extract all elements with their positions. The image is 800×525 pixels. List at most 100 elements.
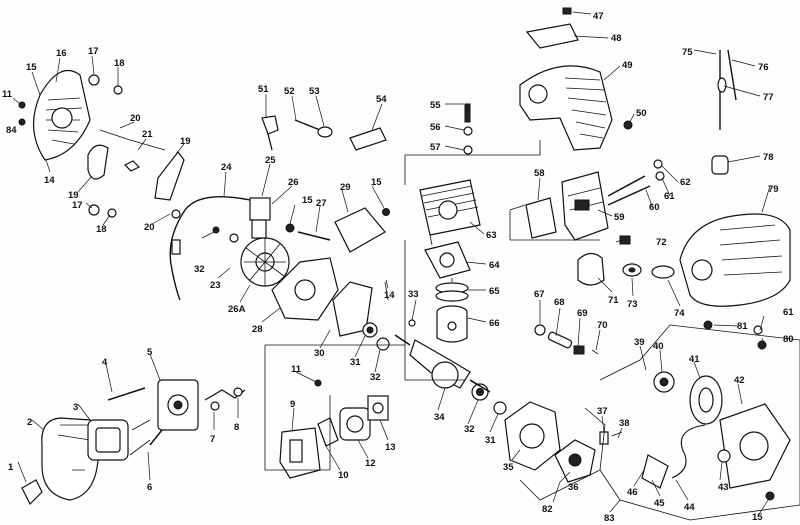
callout-32a: 32 <box>194 264 205 275</box>
callout-73: 73 <box>627 299 638 310</box>
callout-15d: 15 <box>752 512 763 523</box>
callout-33: 33 <box>408 289 419 300</box>
callout-70: 70 <box>597 320 608 331</box>
part-piston-66 <box>436 305 468 343</box>
part-flywheel-26A <box>240 237 290 287</box>
part-bolt-55-57 <box>463 103 473 155</box>
callout-60: 60 <box>649 202 660 213</box>
callout-53: 53 <box>309 86 320 97</box>
part-cover-top-48 <box>525 23 579 49</box>
callout-31a: 31 <box>350 357 361 368</box>
callout-82: 82 <box>542 504 553 515</box>
callout-38: 38 <box>619 418 630 429</box>
part-muffler-bolts-60-62 <box>607 159 665 206</box>
callout-11b: 11 <box>2 89 13 100</box>
callout-12: 12 <box>365 458 376 469</box>
part-crankshaft-34 <box>394 334 491 393</box>
callout-51: 51 <box>258 84 269 95</box>
part-screws-80-81 <box>703 320 767 350</box>
callout-42: 42 <box>734 375 745 386</box>
callout-6: 6 <box>147 482 152 493</box>
callout-3: 3 <box>73 402 78 413</box>
part-insulator-12 <box>339 407 371 441</box>
callout-61b: 61 <box>783 307 794 318</box>
callout-67: 67 <box>534 289 545 300</box>
callout-7: 7 <box>210 434 215 445</box>
callout-78: 78 <box>763 152 774 163</box>
callout-48: 48 <box>611 33 622 44</box>
callout-31b: 31 <box>485 435 496 446</box>
callout-8: 8 <box>234 422 239 433</box>
callout-9: 9 <box>290 399 295 410</box>
part-rewind-arm-19 <box>87 144 185 201</box>
part-fuel-line-75-77 <box>717 49 737 130</box>
part-carburetor-9 <box>279 427 321 479</box>
part-fuel-filter-78 <box>711 155 729 175</box>
callout-71: 71 <box>608 295 619 306</box>
part-ignition-coil-25 <box>249 197 271 239</box>
part-fuel-tank-79 <box>679 213 791 307</box>
callout-84: 84 <box>6 125 17 136</box>
callout-labels: 1 2 3 4 5 6 7 8 9 10 11 11 12 13 14 14 1… <box>2 11 794 524</box>
callout-63: 63 <box>486 230 497 241</box>
callout-61a: 61 <box>664 191 675 202</box>
part-fuel-cap-71 <box>577 252 605 286</box>
part-piston-pin-68 <box>534 324 599 355</box>
callout-69: 69 <box>577 308 588 319</box>
callout-32b: 32 <box>370 372 381 383</box>
callout-77: 77 <box>763 92 774 103</box>
callout-66: 66 <box>489 318 500 329</box>
callout-46: 46 <box>627 487 638 498</box>
part-knob-1 <box>21 479 43 506</box>
part-top-cover-49 <box>519 65 613 151</box>
part-screws-misc <box>107 208 775 501</box>
callout-30: 30 <box>314 348 325 359</box>
callout-21: 21 <box>142 129 153 140</box>
callout-65: 65 <box>489 286 500 297</box>
callout-19a: 19 <box>68 190 79 201</box>
callout-47: 47 <box>593 11 604 22</box>
callout-4: 4 <box>102 357 108 368</box>
part-washer-73-74 <box>622 263 675 279</box>
part-bracket-29 <box>334 207 386 253</box>
callout-17a: 17 <box>88 46 99 57</box>
part-ignition-wire-24 <box>169 195 251 301</box>
part-crankcase-35 <box>504 401 561 471</box>
callout-5: 5 <box>147 347 153 358</box>
callout-75: 75 <box>682 47 693 58</box>
callout-68: 68 <box>554 297 565 308</box>
part-gasket-30 <box>332 281 373 337</box>
callout-37: 37 <box>597 406 608 417</box>
part-crankcase-28 <box>271 257 339 321</box>
part-piston-rings-65 <box>435 282 469 302</box>
callout-64: 64 <box>489 260 500 271</box>
callout-19b: 19 <box>180 136 191 147</box>
assembly-outline-lines <box>99 129 800 521</box>
leader-lines <box>12 11 771 517</box>
callout-76: 76 <box>758 62 769 73</box>
callout-32c: 32 <box>464 424 475 435</box>
callout-83: 83 <box>604 513 615 524</box>
part-bolt-72 <box>619 235 631 245</box>
callout-52: 52 <box>284 86 295 97</box>
callout-26: 26 <box>288 177 299 188</box>
callout-26A: 26A <box>228 304 246 315</box>
callout-58: 58 <box>534 168 545 179</box>
callout-45: 45 <box>654 498 665 509</box>
callout-36: 36 <box>568 482 579 493</box>
callout-14b: 14 <box>384 290 395 301</box>
callout-29: 29 <box>340 182 351 193</box>
callout-18b: 18 <box>96 224 107 235</box>
callout-43: 43 <box>718 482 729 493</box>
callout-57: 57 <box>430 142 441 153</box>
part-cylinder-gasket-64 <box>424 241 471 279</box>
callout-16: 16 <box>56 48 67 59</box>
callout-20b: 20 <box>144 222 155 233</box>
part-screw-47 <box>562 7 572 15</box>
callout-28: 28 <box>252 324 263 335</box>
part-carburetor-base-5 <box>157 379 199 431</box>
callout-20a: 20 <box>130 113 141 124</box>
callout-25: 25 <box>265 155 276 166</box>
part-fan-cover-16 <box>32 70 91 161</box>
